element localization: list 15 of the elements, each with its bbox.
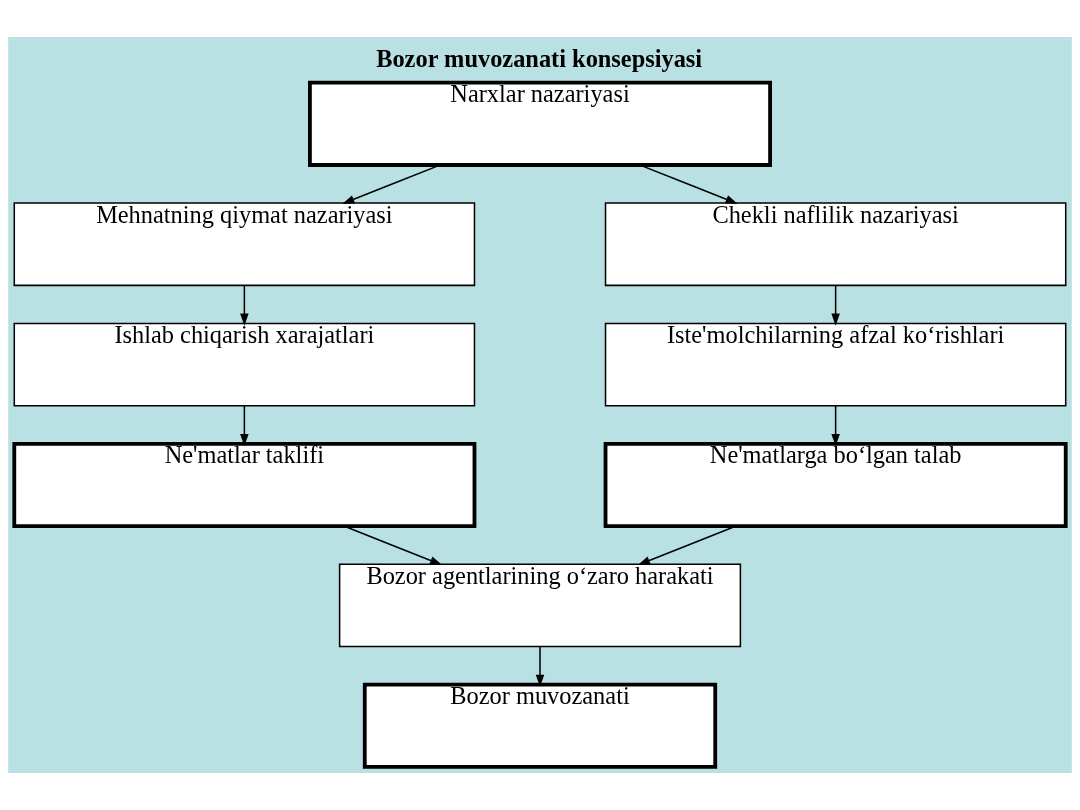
node-box: Chekli naflilik nazariyasi <box>604 202 1067 287</box>
arrow <box>535 645 545 687</box>
node-box: Bozor agentlarining o‘zaro harakati <box>338 563 742 648</box>
node-box: Ne'matlar taklifi <box>12 441 477 529</box>
arrow <box>240 284 249 326</box>
arrow <box>831 405 840 447</box>
arrow <box>240 405 249 447</box>
arrow <box>831 284 840 326</box>
node-box: Ne'matlarga bo‘lgan talab <box>603 441 1068 529</box>
node-box: Bozor muvozanati <box>362 682 718 769</box>
node-box: Ishlab chiqarish xarajatlari <box>13 322 476 407</box>
node-box: Mehnatning qiymat nazariyasi <box>13 202 476 287</box>
node-box: Iste'molchilarning afzal ko‘rishlari <box>604 322 1067 407</box>
node-box: Narxlar nazariyasi <box>308 80 772 167</box>
diagram-title: Bozor muvozanati konsepsiyasi <box>376 45 703 73</box>
